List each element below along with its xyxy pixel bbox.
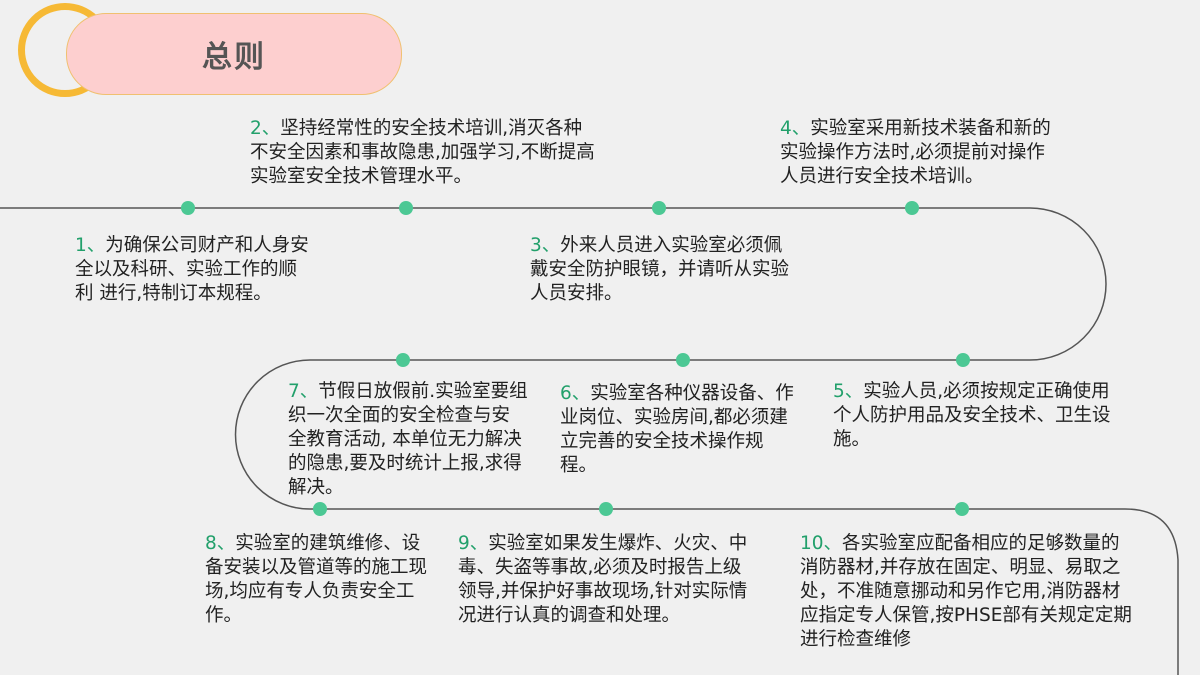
rule-text: 节假日放假前.实验室要组织一次全面的安全检查与安全教育活动, 本单位无力解决的隐… — [288, 381, 528, 498]
rule-number: 9、 — [458, 533, 489, 554]
rule-item-6: 6、实验室各种仪器设备、作业岗位、实验房间,都必须建立完善的安全技术操作规程。 — [560, 382, 800, 478]
timeline-dot — [955, 502, 969, 516]
rule-text: 实验室采用新技术装备和新的实验操作方法时,必须提前对操作人员进行安全技术培训。 — [780, 118, 1051, 187]
title-banner: 总则 — [66, 13, 402, 95]
rule-text: 为确保公司财产和人身安全以及科研、实验工作的顺利 进行,特制订本规程。 — [75, 235, 309, 304]
rule-number: 10、 — [800, 533, 843, 554]
rule-item-4: 4、实验室采用新技术装备和新的实验操作方法时,必须提前对操作人员进行安全技术培训… — [780, 117, 1060, 189]
rule-text: 实验室的建筑维修、设备安装以及管道等的施工现场,均应有专人负责安全工作。 — [205, 533, 428, 626]
timeline-dot — [652, 201, 666, 215]
page-title: 总则 — [202, 40, 266, 75]
timeline-dot — [396, 353, 410, 367]
rule-item-8: 8、实验室的建筑维修、设备安装以及管道等的施工现场,均应有专人负责安全工作。 — [205, 532, 430, 628]
rule-item-7: 7、节假日放假前.实验室要组织一次全面的安全检查与安全教育活动, 本单位无力解决… — [288, 380, 528, 500]
rule-item-5: 5、实验人员,必须按规定正确使用个人防护用品及安全技术、卫生设施。 — [833, 380, 1123, 452]
rule-item-1: 1、为确保公司财产和人身安全以及科研、实验工作的顺利 进行,特制订本规程。 — [75, 234, 315, 306]
rule-number: 8、 — [205, 533, 236, 554]
rule-number: 4、 — [780, 118, 811, 139]
timeline-dot — [399, 201, 413, 215]
rule-number: 2、 — [250, 118, 281, 139]
timeline-dot — [313, 502, 327, 516]
rule-text: 坚持经常性的安全技术培训,消灭各种不安全因素和事故隐患,加强学习,不断提高实验室… — [250, 118, 595, 187]
timeline-dot — [905, 201, 919, 215]
timeline-dot — [599, 502, 613, 516]
rule-item-3: 3、外来人员进入实验室必须佩戴安全防护眼镜，并请听从实验人员安排。 — [530, 234, 790, 306]
rule-number: 3、 — [530, 235, 561, 256]
rule-item-9: 9、实验室如果发生爆炸、火灾、中毒、失盗等事故,必须及时报告上级领导,并保护好事… — [458, 532, 758, 628]
rule-text: 实验室如果发生爆炸、火灾、中毒、失盗等事故,必须及时报告上级领导,并保护好事故现… — [458, 533, 748, 626]
rule-text: 外来人员进入实验室必须佩戴安全防护眼镜，并请听从实验人员安排。 — [530, 235, 790, 304]
rule-text: 各实验室应配备相应的足够数量的消防器材,并存放在固定、明显、易取之处，不准随意挪… — [800, 533, 1132, 650]
timeline-dot — [181, 201, 195, 215]
rule-number: 6、 — [560, 383, 591, 404]
timeline-dot — [676, 353, 690, 367]
rule-text: 实验室各种仪器设备、作业岗位、实验房间,都必须建立完善的安全技术操作规程。 — [560, 383, 794, 476]
rule-number: 7、 — [288, 381, 319, 402]
timeline-dot — [956, 353, 970, 367]
rule-number: 1、 — [75, 235, 106, 256]
rule-item-2: 2、坚持经常性的安全技术培训,消灭各种不安全因素和事故隐患,加强学习,不断提高实… — [250, 117, 600, 189]
rule-number: 5、 — [833, 381, 864, 402]
rule-text: 实验人员,必须按规定正确使用个人防护用品及安全技术、卫生设施。 — [833, 381, 1111, 450]
rule-item-10: 10、各实验室应配备相应的足够数量的消防器材,并存放在固定、明显、易取之处，不准… — [800, 532, 1135, 652]
